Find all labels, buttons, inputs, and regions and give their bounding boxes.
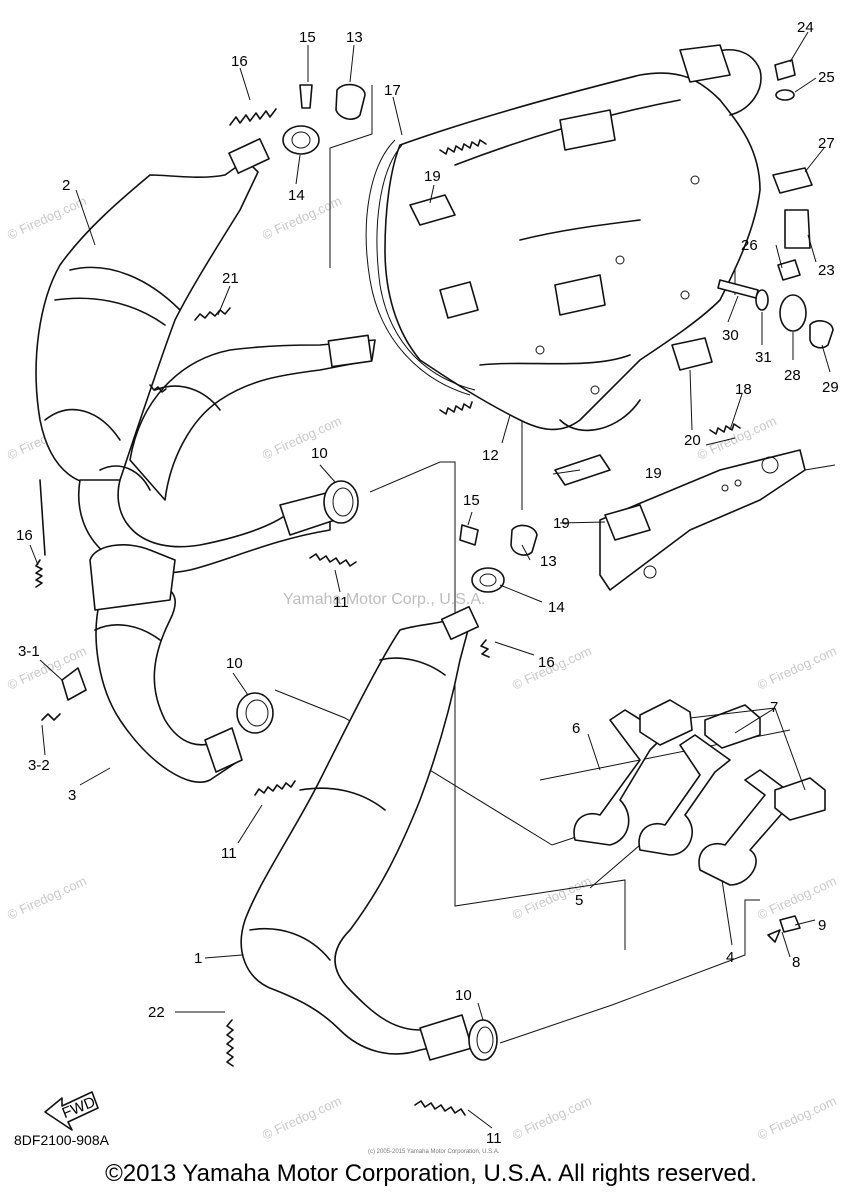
springs [35, 108, 741, 1116]
callout-23: 23 [818, 262, 835, 279]
callout-27: 27 [818, 135, 835, 152]
callout-12: 12 [482, 447, 499, 464]
watermark: © Firedog.com [5, 873, 89, 923]
callout-18: 18 [735, 381, 752, 398]
callout-19: 19 [553, 515, 570, 532]
callout-7: 7 [770, 699, 778, 716]
silencer-tank-12 [384, 44, 762, 432]
callout-3: 3 [68, 787, 76, 804]
watermark: © Firedog.com [510, 1093, 594, 1143]
callout-15: 15 [463, 492, 480, 509]
muffler-1 [240, 605, 480, 1061]
copyright-notice: ©2013 Yamaha Motor Corporation, U.S.A. A… [105, 1160, 757, 1187]
callout-15: 15 [299, 29, 316, 46]
callout-13: 13 [540, 553, 557, 570]
diagram-code: 8DF2100-908A [14, 1132, 110, 1148]
callout-14: 14 [288, 187, 305, 204]
hoses [365, 139, 476, 396]
callout-11: 11 [221, 845, 237, 862]
watermark: © Firedog.com [5, 193, 89, 243]
callout-3-2: 3-2 [28, 757, 50, 774]
callout-10: 10 [455, 987, 472, 1004]
callout-4: 4 [726, 949, 734, 966]
watermark: © Firedog.com [695, 413, 779, 463]
callout-14: 14 [548, 599, 565, 616]
callout-13: 13 [346, 29, 363, 46]
callout-6: 6 [572, 720, 580, 737]
callout-8: 8 [792, 954, 800, 971]
callout-11: 11 [333, 594, 349, 611]
watermark: © Firedog.com [755, 1093, 839, 1143]
callout-19: 19 [424, 168, 441, 185]
callout-10: 10 [311, 445, 328, 462]
callout-28: 28 [784, 367, 801, 384]
small-copyright: (c) 2005-2015 Yamaha Motor Corporation, … [368, 1149, 500, 1155]
callout-19: 19 [645, 465, 662, 482]
watermark: © Firedog.com [260, 1093, 344, 1143]
callout-31: 31 [755, 349, 772, 366]
callout-2: 2 [62, 177, 70, 194]
callout-10: 10 [226, 655, 243, 672]
callout-labels: 2 16 15 13 14 17 19 21 12 19 19 13 14 15… [16, 19, 839, 1147]
manifolds [573, 699, 826, 886]
callout-29: 29 [822, 379, 839, 396]
callout-16: 16 [538, 654, 555, 671]
muffler-3 [89, 544, 243, 783]
callout-leaders [29, 31, 831, 1129]
callout-30: 30 [722, 327, 739, 344]
callout-16: 16 [16, 527, 33, 544]
callout-21: 21 [222, 270, 239, 287]
rear-bracket-plate [599, 449, 836, 591]
callout-16: 16 [231, 53, 248, 70]
hardware [39, 59, 834, 943]
watermark: © Firedog.com [755, 873, 839, 923]
forward-direction-arrow: FWD [44, 1091, 99, 1131]
callout-26: 26 [741, 237, 758, 254]
callout-9: 9 [818, 917, 826, 934]
watermark: © Firedog.com [260, 413, 344, 463]
muffler-2 [35, 138, 270, 486]
callout-17: 17 [384, 82, 401, 99]
callout-11: 11 [486, 1130, 502, 1147]
callout-3-1: 3-1 [18, 643, 40, 660]
grommets-10 [236, 480, 498, 1061]
callout-22: 22 [148, 1004, 165, 1021]
callout-24: 24 [797, 19, 814, 36]
callout-1: 1 [194, 950, 202, 967]
callout-25: 25 [818, 69, 835, 86]
watermark: © Firedog.com [755, 643, 839, 693]
callout-20: 20 [684, 432, 701, 449]
callout-5: 5 [575, 892, 583, 909]
watermark-center: Yamaha Motor Corp., U.S.A. [283, 591, 485, 608]
